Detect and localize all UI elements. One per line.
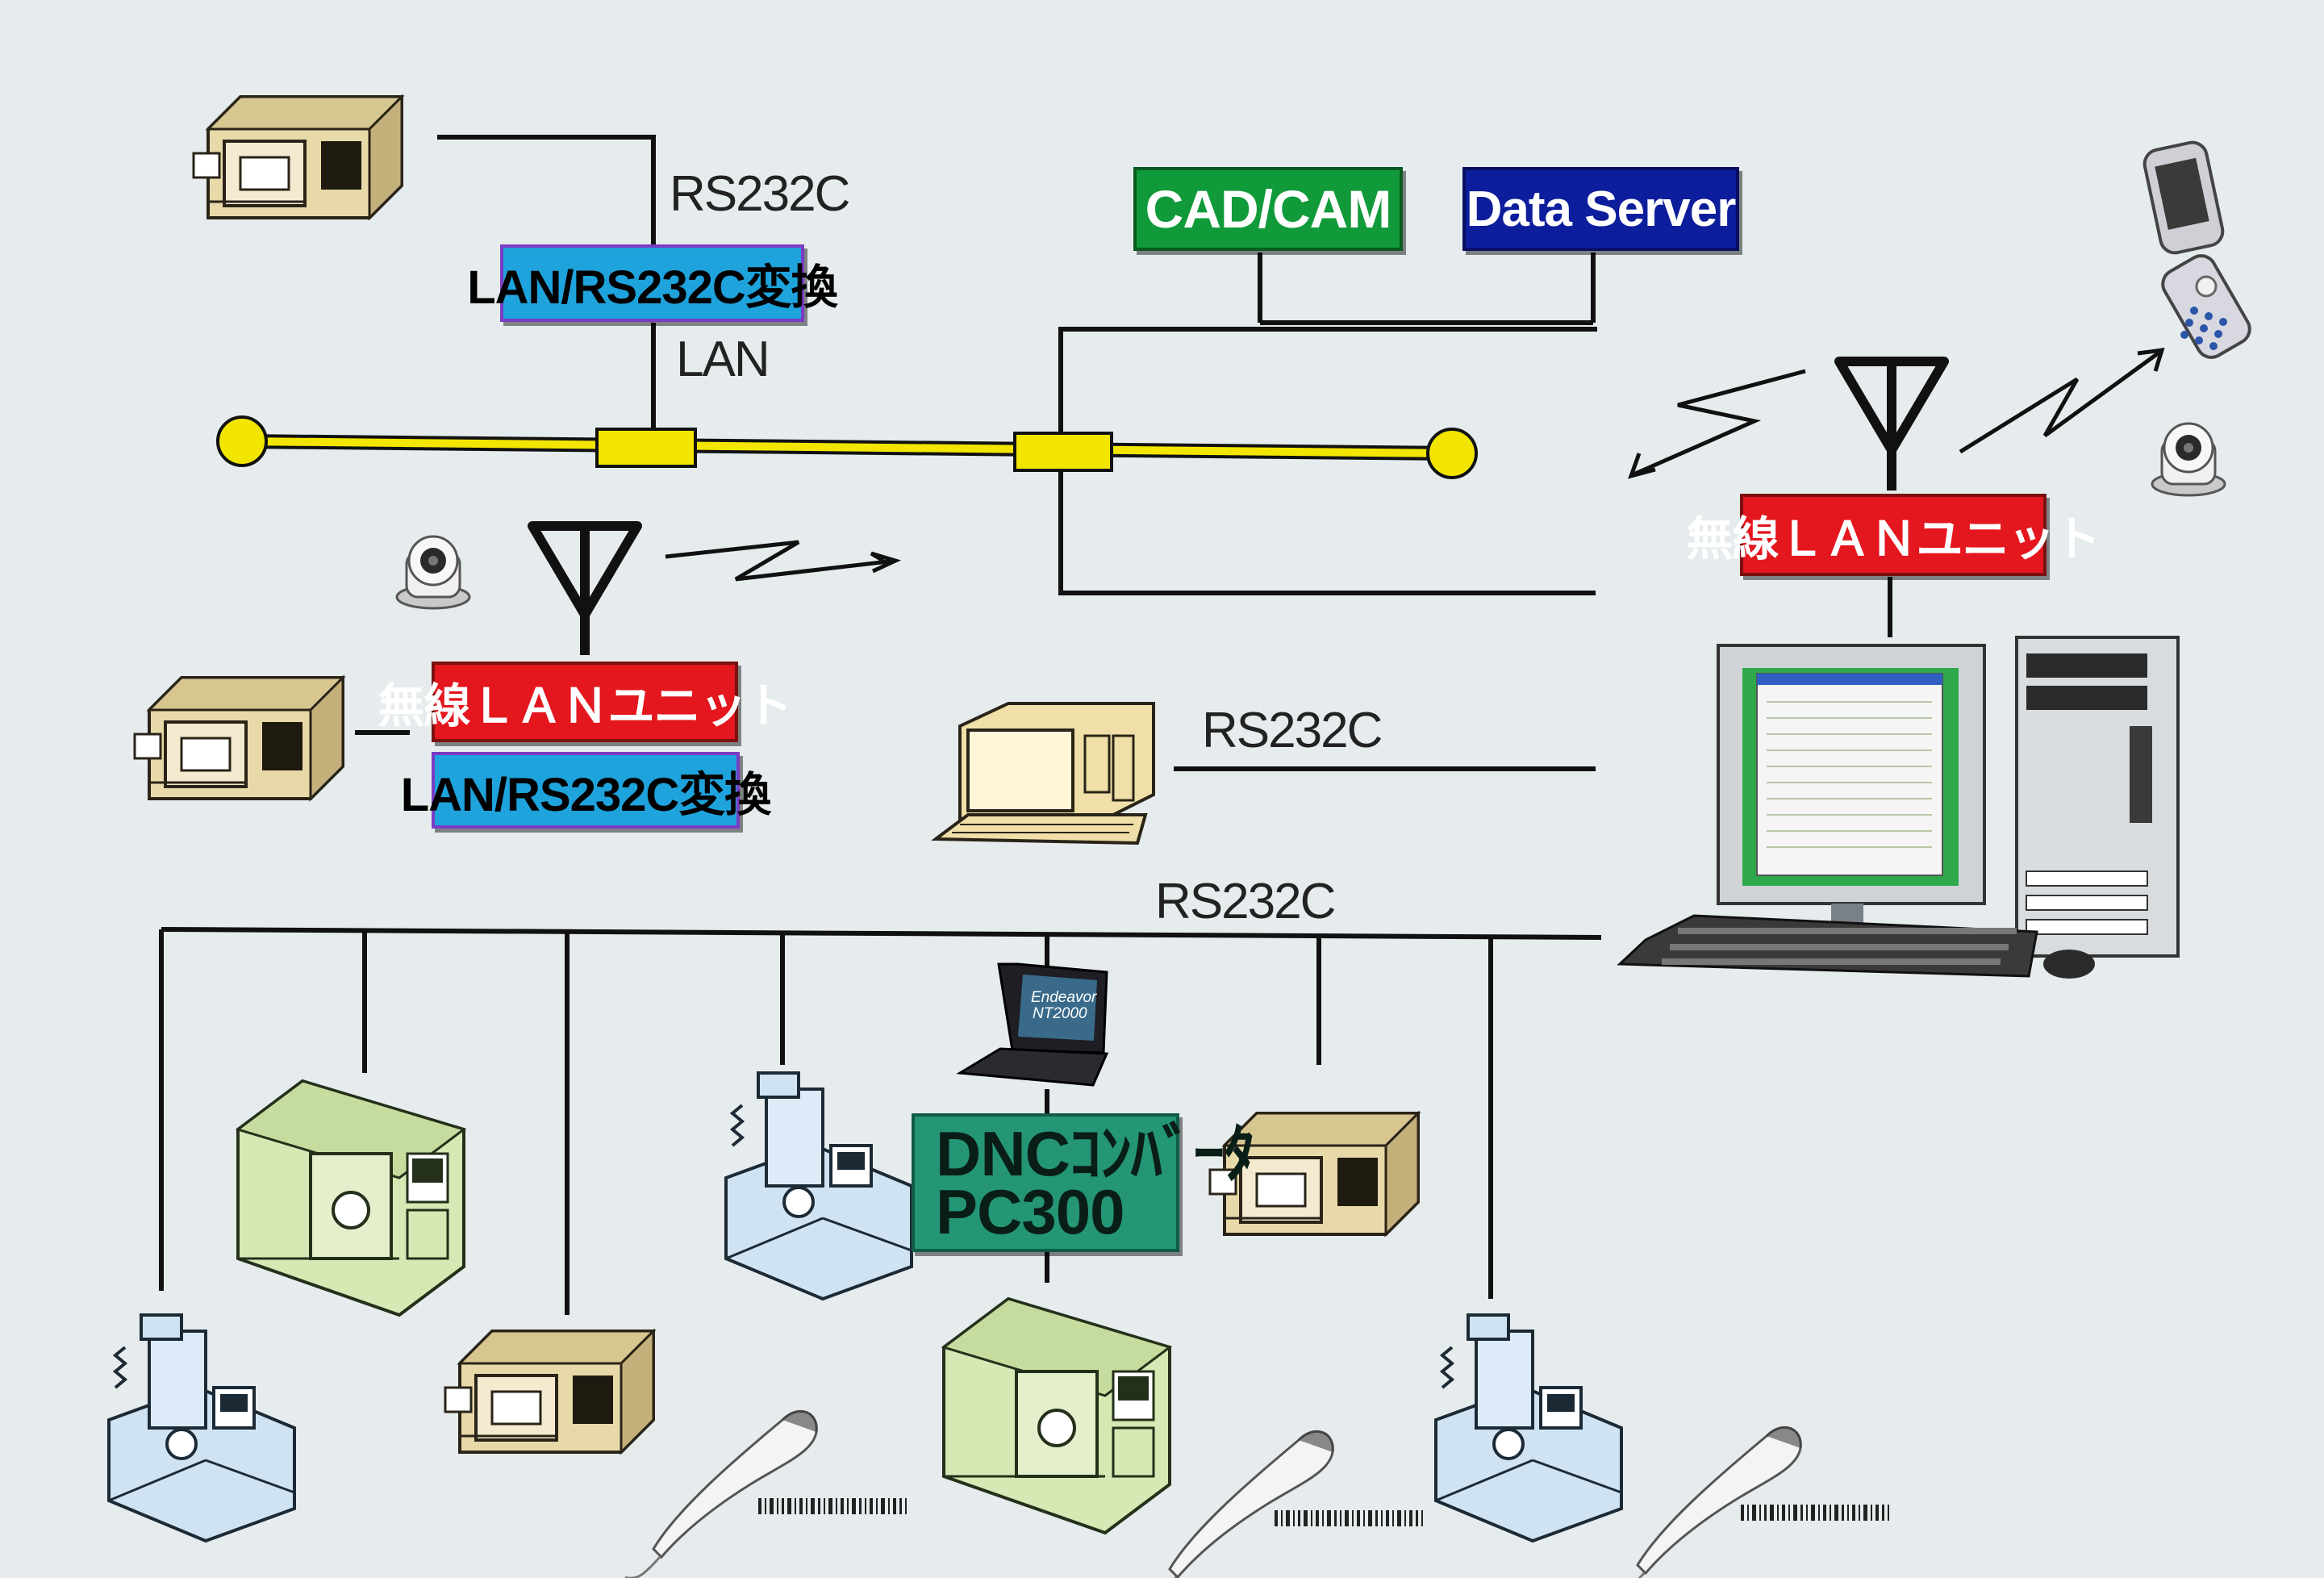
wireless-arrow-phone — [2137, 348, 2165, 372]
camera-left-icon — [395, 535, 471, 610]
wireless-lan-right-label: 無線ＬＡＮユニット — [1686, 513, 2101, 566]
dnc-converter-line2: PC300 — [936, 1176, 1124, 1247]
barcode-scanner-1-icon — [624, 1409, 818, 1578]
laptop-screen-line2: NT2000 — [1033, 1005, 1087, 1022]
lan-rs232c-converter-left: LAN/RS232C変換 — [401, 752, 771, 829]
antenna-left-icon — [532, 526, 637, 655]
laptop-screen-line1: Endeavor — [1031, 989, 1097, 1006]
data-server-box: Data Server — [1462, 167, 1739, 251]
cadcam-label: CAD/CAM — [1145, 179, 1392, 239]
lan-terminator-left — [216, 415, 268, 467]
dnc-converter-box: DNCｺﾝﾊﾞｰﾀ PC300 — [912, 1113, 1255, 1252]
rs232c-label-middle: RS232C — [1202, 703, 1383, 758]
lan-tap-1 — [595, 428, 697, 468]
lan-bus — [216, 415, 1478, 479]
terminal-computer-icon — [931, 702, 1155, 845]
mobile-phone-icon — [2143, 140, 2251, 359]
barcode-scanner-3-icon — [1608, 1426, 1802, 1578]
wireless-links — [665, 348, 2165, 582]
machining-center-left-icon — [236, 1079, 465, 1317]
rs232c-bus — [161, 927, 1602, 940]
wire-backbone-pc — [1058, 327, 1597, 595]
rs232c-label-bus: RS232C — [1155, 874, 1336, 929]
barcodes — [758, 1498, 1889, 1526]
lathe-left-icon — [133, 676, 344, 800]
mill-center-icon — [724, 1071, 913, 1300]
machining-center-bottom-icon — [942, 1297, 1171, 1534]
wireless-lan-left-label: 無線ＬＡＮユニット — [378, 680, 793, 733]
wire-lathe-top-rs232c — [437, 135, 656, 250]
lan-label: LAN — [676, 332, 770, 387]
lan-terminator-right — [1426, 428, 1478, 479]
cadcam-box: CAD/CAM — [1133, 167, 1403, 251]
lathe-bottom-icon — [444, 1330, 655, 1454]
wireless-arrow-left — [870, 551, 902, 574]
barcode-3-icon — [1741, 1505, 1889, 1521]
lan-rs232c-converter-top: LAN/RS232C変換 — [467, 244, 838, 322]
mill-bottom-left-icon — [107, 1313, 296, 1543]
wireless-zigzag-phone — [1959, 349, 2162, 454]
wireless-zigzag-left — [665, 540, 896, 582]
barcode-2-icon — [1275, 1510, 1423, 1526]
antenna-right-icon — [1839, 361, 1944, 491]
barcode-1-icon — [758, 1498, 907, 1514]
desktop-pc-icon — [1617, 636, 2180, 979]
lathe-top-left-icon — [192, 95, 403, 219]
rs232c-label-top: RS232C — [670, 166, 850, 222]
wireless-zigzag-right — [1632, 369, 1806, 477]
wireless-lan-unit-right: 無線ＬＡＮユニット — [1687, 494, 2101, 576]
converter-left-label: LAN/RS232C変換 — [400, 768, 772, 821]
mill-bottom-right-icon — [1434, 1313, 1623, 1543]
data-server-label: Data Server — [1466, 181, 1737, 237]
wireless-arrow-right — [1628, 453, 1656, 479]
converter-top-label: LAN/RS232C変換 — [467, 261, 838, 314]
camera-right-icon — [2151, 422, 2226, 497]
laptop-icon: Endeavor NT2000 — [956, 962, 1109, 1087]
wireless-lan-unit-left: 無線ＬＡＮユニット — [378, 662, 793, 742]
dnc-converter-line1: DNCｺﾝﾊﾞｰﾀ — [936, 1118, 1255, 1189]
lan-tap-2 — [1013, 432, 1113, 472]
